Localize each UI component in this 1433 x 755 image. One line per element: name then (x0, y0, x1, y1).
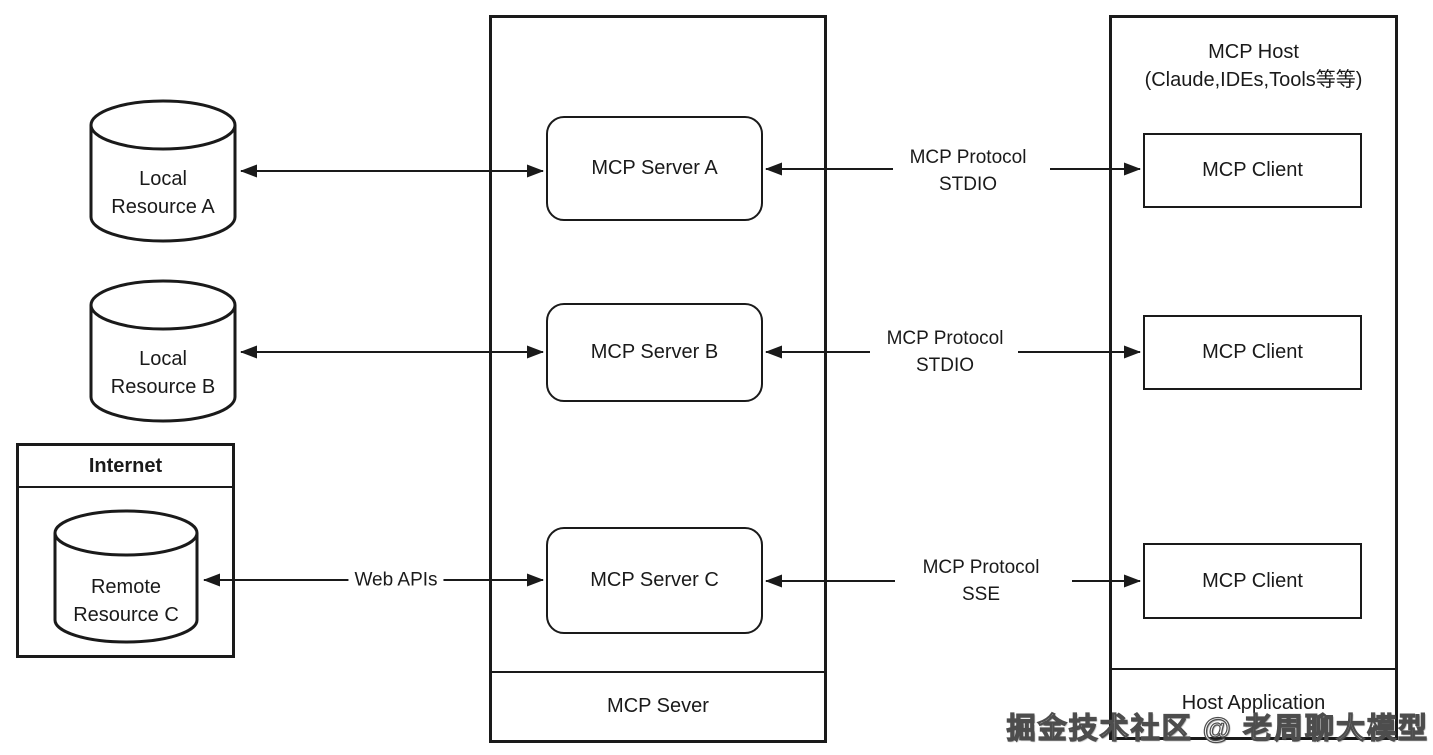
host-application-footer: Host Application (1112, 668, 1395, 737)
node-mcp-client-1-label: MCP Client (1202, 159, 1303, 181)
node-local-resource-a: Local Resource A (88, 98, 238, 244)
node-mcp-client-3-label: MCP Client (1202, 569, 1303, 592)
watermark: 掘金技术社区 @ 老周聊大模型 (1006, 712, 1429, 745)
node-mcp-server-c: MCP Server C (546, 527, 763, 634)
edge-label-protocol-stdio-2: MCP Protocol STDIO (880, 325, 1010, 379)
node-remote-resource-c-label: Remote Resource C (73, 576, 179, 627)
edge-label-protocol-stdio-1: MCP Protocol STDIO (903, 144, 1033, 198)
mcp-server-container-footer: MCP Sever (492, 671, 824, 740)
database-cylinder-icon (53, 509, 199, 644)
edge-label-web-apis: Web APIs (348, 566, 444, 594)
node-mcp-server-b-label: MCP Server B (590, 341, 719, 363)
internet-header: Internet (19, 446, 232, 488)
node-mcp-server-a-label: MCP Server A (591, 157, 718, 179)
edge-label-protocol-sse: MCP Protocol SSE (916, 554, 1046, 608)
node-mcp-server-c-label: MCP Server C (590, 569, 719, 591)
node-local-resource-b: Local Resource B (88, 278, 238, 424)
node-mcp-server-b: MCP Server B (546, 303, 763, 402)
host-application-label: Host Application (1181, 692, 1326, 714)
node-mcp-client-3: MCP Client (1143, 543, 1362, 619)
database-cylinder-icon (89, 99, 237, 243)
internet-label: Internet (88, 454, 163, 477)
node-local-resource-b-label: Local Resource B (110, 347, 216, 398)
node-mcp-client-2: MCP Client (1143, 315, 1362, 390)
mcp-host-title: MCP Host (Claude,IDEs,Tools等等) (1144, 41, 1363, 91)
node-mcp-client-2-label: MCP Client (1202, 341, 1303, 363)
node-mcp-client-1: MCP Client (1143, 133, 1362, 208)
node-mcp-server-a: MCP Server A (546, 116, 763, 221)
mcp-server-container-label: MCP Sever (607, 695, 709, 717)
node-remote-resource-c: Remote Resource C (52, 508, 200, 645)
database-cylinder-icon (89, 279, 237, 423)
node-local-resource-a-label: Local Resource A (111, 167, 215, 218)
